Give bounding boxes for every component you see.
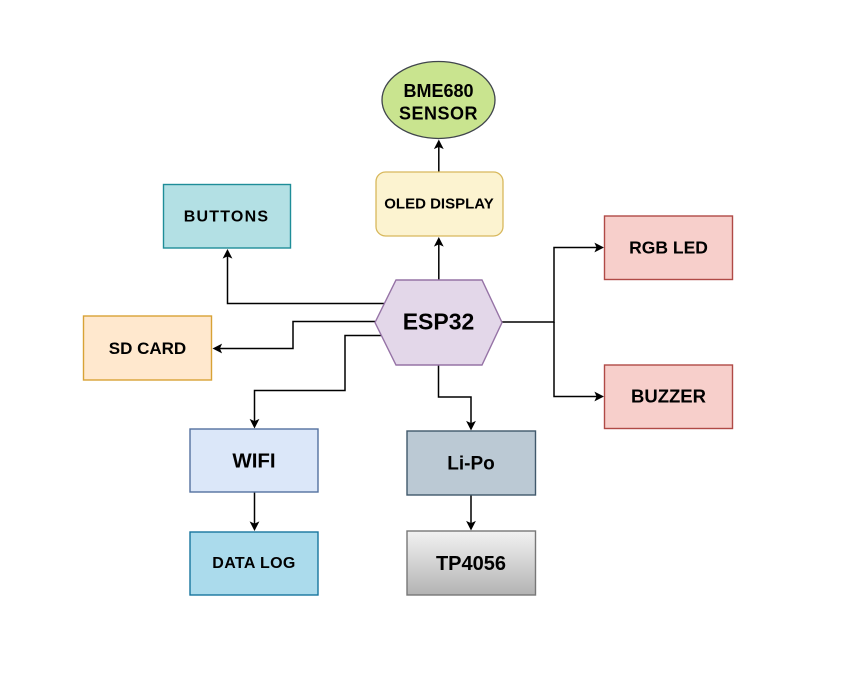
svg-text:BME680: BME680 — [403, 81, 473, 101]
svg-text:TP4056: TP4056 — [436, 553, 506, 575]
svg-text:ESP32: ESP32 — [403, 309, 475, 335]
svg-text:BUZZER: BUZZER — [631, 386, 706, 407]
svg-text:OLED DISPLAY: OLED DISPLAY — [384, 196, 493, 213]
svg-text:SENSOR: SENSOR — [399, 104, 478, 124]
svg-text:WIFI: WIFI — [232, 450, 275, 473]
svg-text:SD CARD: SD CARD — [109, 339, 186, 358]
svg-text:DATA LOG: DATA LOG — [212, 555, 295, 572]
svg-text:Li-Po: Li-Po — [447, 454, 495, 475]
svg-text:BUTTONS: BUTTONS — [184, 209, 269, 226]
svg-text:RGB LED: RGB LED — [629, 238, 708, 258]
